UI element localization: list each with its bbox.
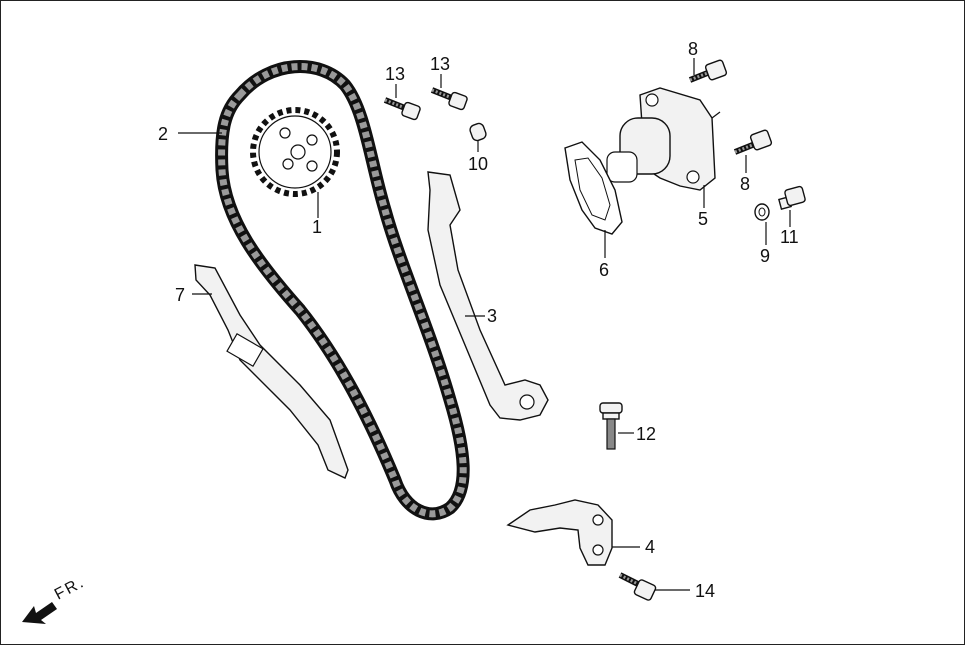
bolt-shank: [430, 87, 454, 101]
callout-7: 7: [175, 285, 185, 305]
guide-pivot: [519, 394, 535, 410]
lifter-hole: [645, 93, 659, 107]
bolt-head: [704, 59, 728, 81]
sprocket-hole: [279, 127, 291, 139]
callout-12: 12: [636, 424, 656, 444]
bolt-head: [401, 101, 421, 121]
bolt-12: [599, 402, 623, 450]
bolt-shank: [606, 418, 616, 450]
callout-1: 1: [312, 217, 322, 237]
slipper-pivot: [226, 333, 264, 367]
bolt-13-right: [430, 87, 468, 111]
bolt-13-left: [383, 97, 421, 121]
callout-4: 4: [645, 537, 655, 557]
tensioner-lifter: [606, 87, 721, 191]
callout-8-top: 8: [688, 39, 698, 59]
bolt-head: [633, 579, 657, 601]
washer: [754, 203, 770, 221]
chain-links: [218, 63, 467, 518]
washer-inner: [758, 207, 766, 217]
lifter-hole: [686, 170, 700, 184]
guide-body: [427, 171, 549, 421]
lower-guide-hole: [592, 544, 604, 556]
callout-9: 9: [760, 246, 770, 266]
sprocket-hole: [306, 134, 318, 146]
front-arrow-icon: [22, 602, 57, 624]
callout-6: 6: [599, 260, 609, 280]
bolt-head: [749, 129, 773, 151]
lower-guide-hole: [592, 514, 604, 526]
bolt-thread: [431, 88, 453, 100]
lifter-plunger: [606, 151, 638, 183]
dowel-body: [469, 122, 487, 142]
callout-11: 11: [780, 227, 799, 247]
tensioner-slipper: [194, 264, 349, 479]
bolt-thread: [734, 142, 756, 154]
dowel-pin: [469, 122, 487, 142]
front-direction-label: FR.: [52, 574, 88, 604]
callout-13-right: 13: [430, 54, 450, 74]
callout-2: 2: [158, 124, 168, 144]
sprocket-hole: [282, 158, 294, 170]
slipper-body: [194, 264, 349, 479]
bolt-shank: [733, 141, 757, 155]
lifter-gasket: [564, 141, 623, 235]
bolt-thread: [384, 98, 406, 110]
gasket-inner: [574, 157, 611, 221]
callout-10: 10: [468, 154, 488, 174]
chain-guide: [427, 171, 549, 421]
callout-3: 3: [487, 306, 497, 326]
lower-guide-body: [506, 499, 613, 566]
leader-lines: [178, 58, 791, 591]
callout-labels: 1 2 3 4 5 6 7 8 8 9 10 11 12 13 13 14: [158, 39, 799, 601]
callout-13-left: 13: [385, 64, 405, 84]
cam-chain: [215, 60, 470, 521]
sealing-bolt: [778, 185, 806, 210]
sprocket-hole: [306, 160, 318, 172]
bolt-head: [599, 402, 623, 414]
bolt-thread: [689, 70, 711, 82]
bolt-14: [618, 572, 657, 601]
cam-sprocket: [250, 107, 340, 197]
bolt-shank: [383, 97, 407, 111]
bolt-8-top: [688, 59, 728, 83]
lifter-rod: [711, 111, 721, 119]
sprocket-hub: [290, 144, 306, 160]
bolt-8-bottom: [733, 129, 773, 155]
callout-14: 14: [695, 581, 715, 601]
sealing-bolt-head: [784, 185, 806, 207]
front-direction-indicator: FR.: [22, 574, 88, 624]
callout-8-bottom: 8: [740, 174, 750, 194]
bolt-collar: [602, 412, 620, 420]
bolt-shank: [618, 572, 642, 588]
bolt-head: [448, 91, 468, 111]
lower-guide: [506, 499, 613, 566]
callout-5: 5: [698, 209, 708, 229]
